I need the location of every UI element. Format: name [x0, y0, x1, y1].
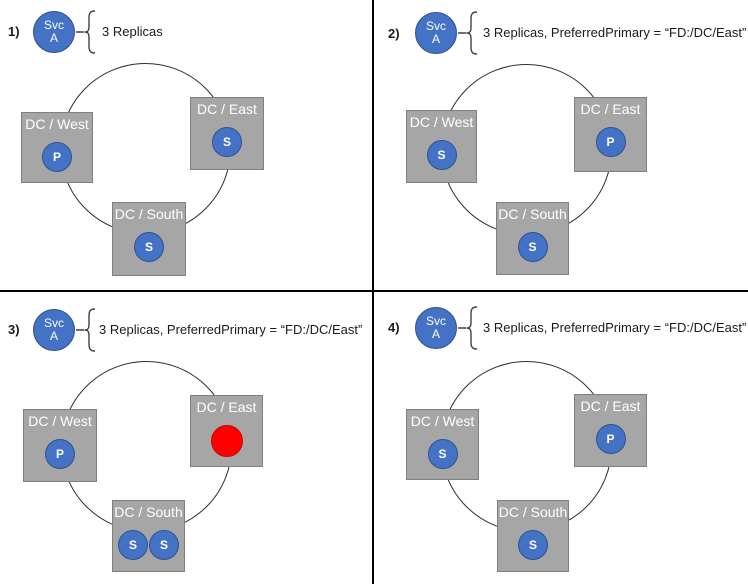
dc-node-label: DC / West — [409, 114, 474, 130]
replica-group: P — [22, 142, 92, 172]
service-node-label: Svc — [43, 316, 64, 330]
replica-group: S S — [113, 530, 184, 560]
replica-group: P — [24, 439, 96, 469]
panel-3: 3) Svc A 3 Replicas, PreferredPrimary = … — [0, 292, 374, 584]
dc-node-west: DC / West P — [21, 112, 93, 183]
dc-node-west: DC / West S — [406, 110, 477, 183]
replica-group: S — [191, 127, 263, 157]
panel-number: 4) — [388, 320, 400, 335]
service-node: Svc A — [415, 12, 457, 54]
dc-node-label: DC / West — [25, 116, 89, 132]
quadrant-divider-horizontal — [0, 290, 748, 292]
replica-primary: P — [595, 127, 626, 157]
service-node-label: A — [49, 329, 58, 343]
service-node: Svc A — [415, 307, 457, 349]
dc-node-east: DC / East P — [574, 97, 647, 172]
service-node-label: A — [431, 327, 440, 341]
dc-node-label: DC / East — [580, 101, 641, 117]
replica-secondary: S — [518, 530, 548, 560]
dc-node-east: DC / East P — [574, 394, 647, 467]
service-node-label: Svc — [425, 19, 446, 33]
replica-secondary: S — [134, 232, 164, 262]
replica-primary: P — [42, 142, 72, 172]
brace-icon — [458, 306, 478, 350]
replica-secondary: S — [212, 127, 242, 157]
replica-group: S — [407, 140, 476, 170]
replica-group — [191, 425, 262, 457]
service-node-label: Svc — [43, 18, 64, 32]
replica-config-caption: 3 Replicas, PreferredPrimary = “FD:/DC/E… — [483, 25, 747, 40]
replica-group: S — [113, 232, 185, 262]
dc-node-label: DC / South — [114, 504, 183, 520]
dc-node-label: DC / West — [410, 413, 475, 429]
service-node-label: A — [431, 32, 440, 46]
replica-secondary: S — [517, 232, 548, 262]
replica-group: P — [575, 127, 646, 157]
brace-icon — [76, 10, 96, 54]
replica-failed — [210, 425, 243, 457]
dc-node-label: DC / South — [498, 206, 567, 222]
dc-node-west: DC / West S — [406, 409, 479, 480]
dc-node-label: DC / East — [196, 399, 257, 415]
panel-number: 3) — [8, 322, 20, 337]
replica-group: S — [497, 232, 568, 262]
replica-group: S — [498, 530, 568, 560]
dc-node-label: DC / South — [498, 504, 568, 520]
replica-config-caption: 3 Replicas — [102, 24, 163, 39]
dc-node-label: DC / East — [580, 398, 641, 414]
panel-number: 2) — [388, 26, 400, 41]
service-node: Svc A — [33, 309, 75, 351]
replica-primary: P — [595, 424, 626, 454]
dc-node-east: DC / East — [190, 395, 263, 467]
service-node: Svc A — [33, 11, 75, 53]
dc-node-west: DC / West P — [23, 409, 97, 482]
dc-node-south: DC / South S — [112, 202, 186, 276]
dc-node-south: DC / South S — [497, 500, 569, 572]
brace-icon — [76, 308, 96, 352]
dc-node-label: DC / South — [114, 206, 184, 222]
dc-node-south: DC / South S S — [112, 500, 185, 572]
service-node-label: A — [49, 31, 58, 45]
replica-config-caption: 3 Replicas, PreferredPrimary = “FD:/DC/E… — [99, 322, 363, 337]
dc-node-label: DC / West — [28, 413, 92, 429]
brace-icon — [458, 11, 478, 55]
panel-number: 1) — [8, 24, 20, 39]
quadrant-divider-vertical — [372, 0, 374, 584]
dc-node-east: DC / East S — [190, 97, 264, 170]
panel-2: 2) Svc A 3 Replicas, PreferredPrimary = … — [374, 0, 748, 292]
replica-secondary: S — [149, 530, 179, 560]
replica-config-caption: 3 Replicas, PreferredPrimary = “FD:/DC/E… — [483, 320, 747, 335]
replica-secondary: S — [426, 140, 457, 170]
replica-secondary: S — [118, 530, 148, 560]
replica-primary: P — [45, 439, 75, 469]
replica-secondary: S — [427, 439, 458, 469]
replica-group: S — [407, 439, 478, 469]
panel-4: 4) Svc A 3 Replicas, PreferredPrimary = … — [374, 292, 748, 584]
replica-group: P — [575, 424, 646, 454]
dc-node-label: DC / East — [197, 101, 257, 117]
panel-1: 1) Svc A 3 Replicas DC / West P DC / Eas… — [0, 0, 374, 292]
service-node-label: Svc — [425, 314, 446, 328]
dc-node-south: DC / South S — [496, 202, 569, 275]
